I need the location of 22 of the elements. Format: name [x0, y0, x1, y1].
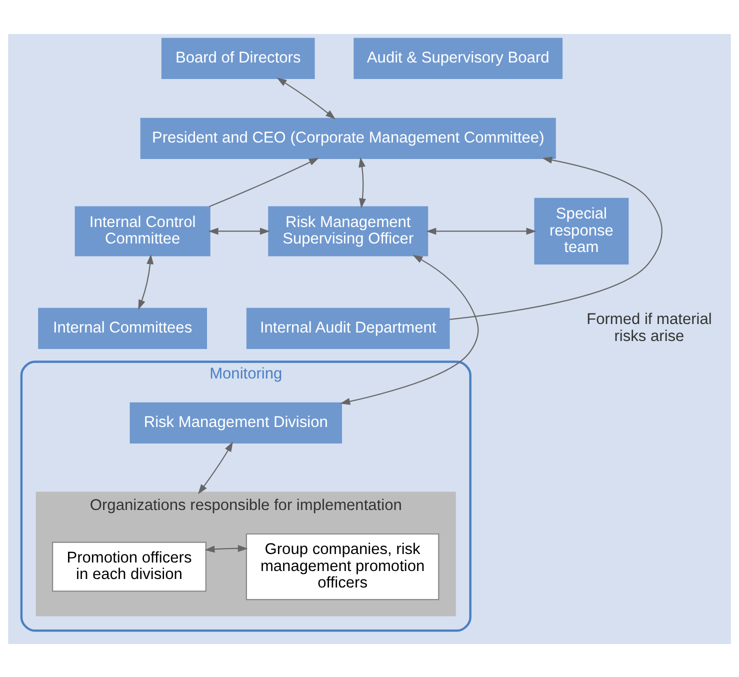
arrow [426, 227, 536, 234]
arrow [138, 254, 154, 310]
arrow [204, 544, 248, 552]
node-box: President and CEO (Corporate Management Committee) [140, 117, 556, 158]
arrow [208, 227, 270, 234]
arrow [340, 254, 479, 404]
node-box: Internal Committees [38, 307, 207, 348]
node-label: Formed if material risks arise [586, 310, 712, 344]
node-box: Internal Control Committee [74, 206, 210, 256]
arrow [450, 156, 662, 320]
node-box: Audit & Supervisory Board [354, 37, 563, 78]
node-box: Special response team [534, 197, 629, 264]
arrow [358, 156, 366, 208]
arrow [208, 157, 320, 207]
node-box: Board of Directors [161, 37, 315, 78]
node-box: Group companies, risk management promotion officers [246, 532, 440, 600]
arrow [276, 77, 336, 119]
arrow [198, 441, 233, 494]
node-box: Risk Management Supervising Officer [268, 206, 428, 256]
node-box: Promotion officers in each division [52, 541, 206, 592]
node-box: Internal Audit Department [246, 307, 450, 348]
node-box: Risk Management Division [130, 402, 342, 443]
